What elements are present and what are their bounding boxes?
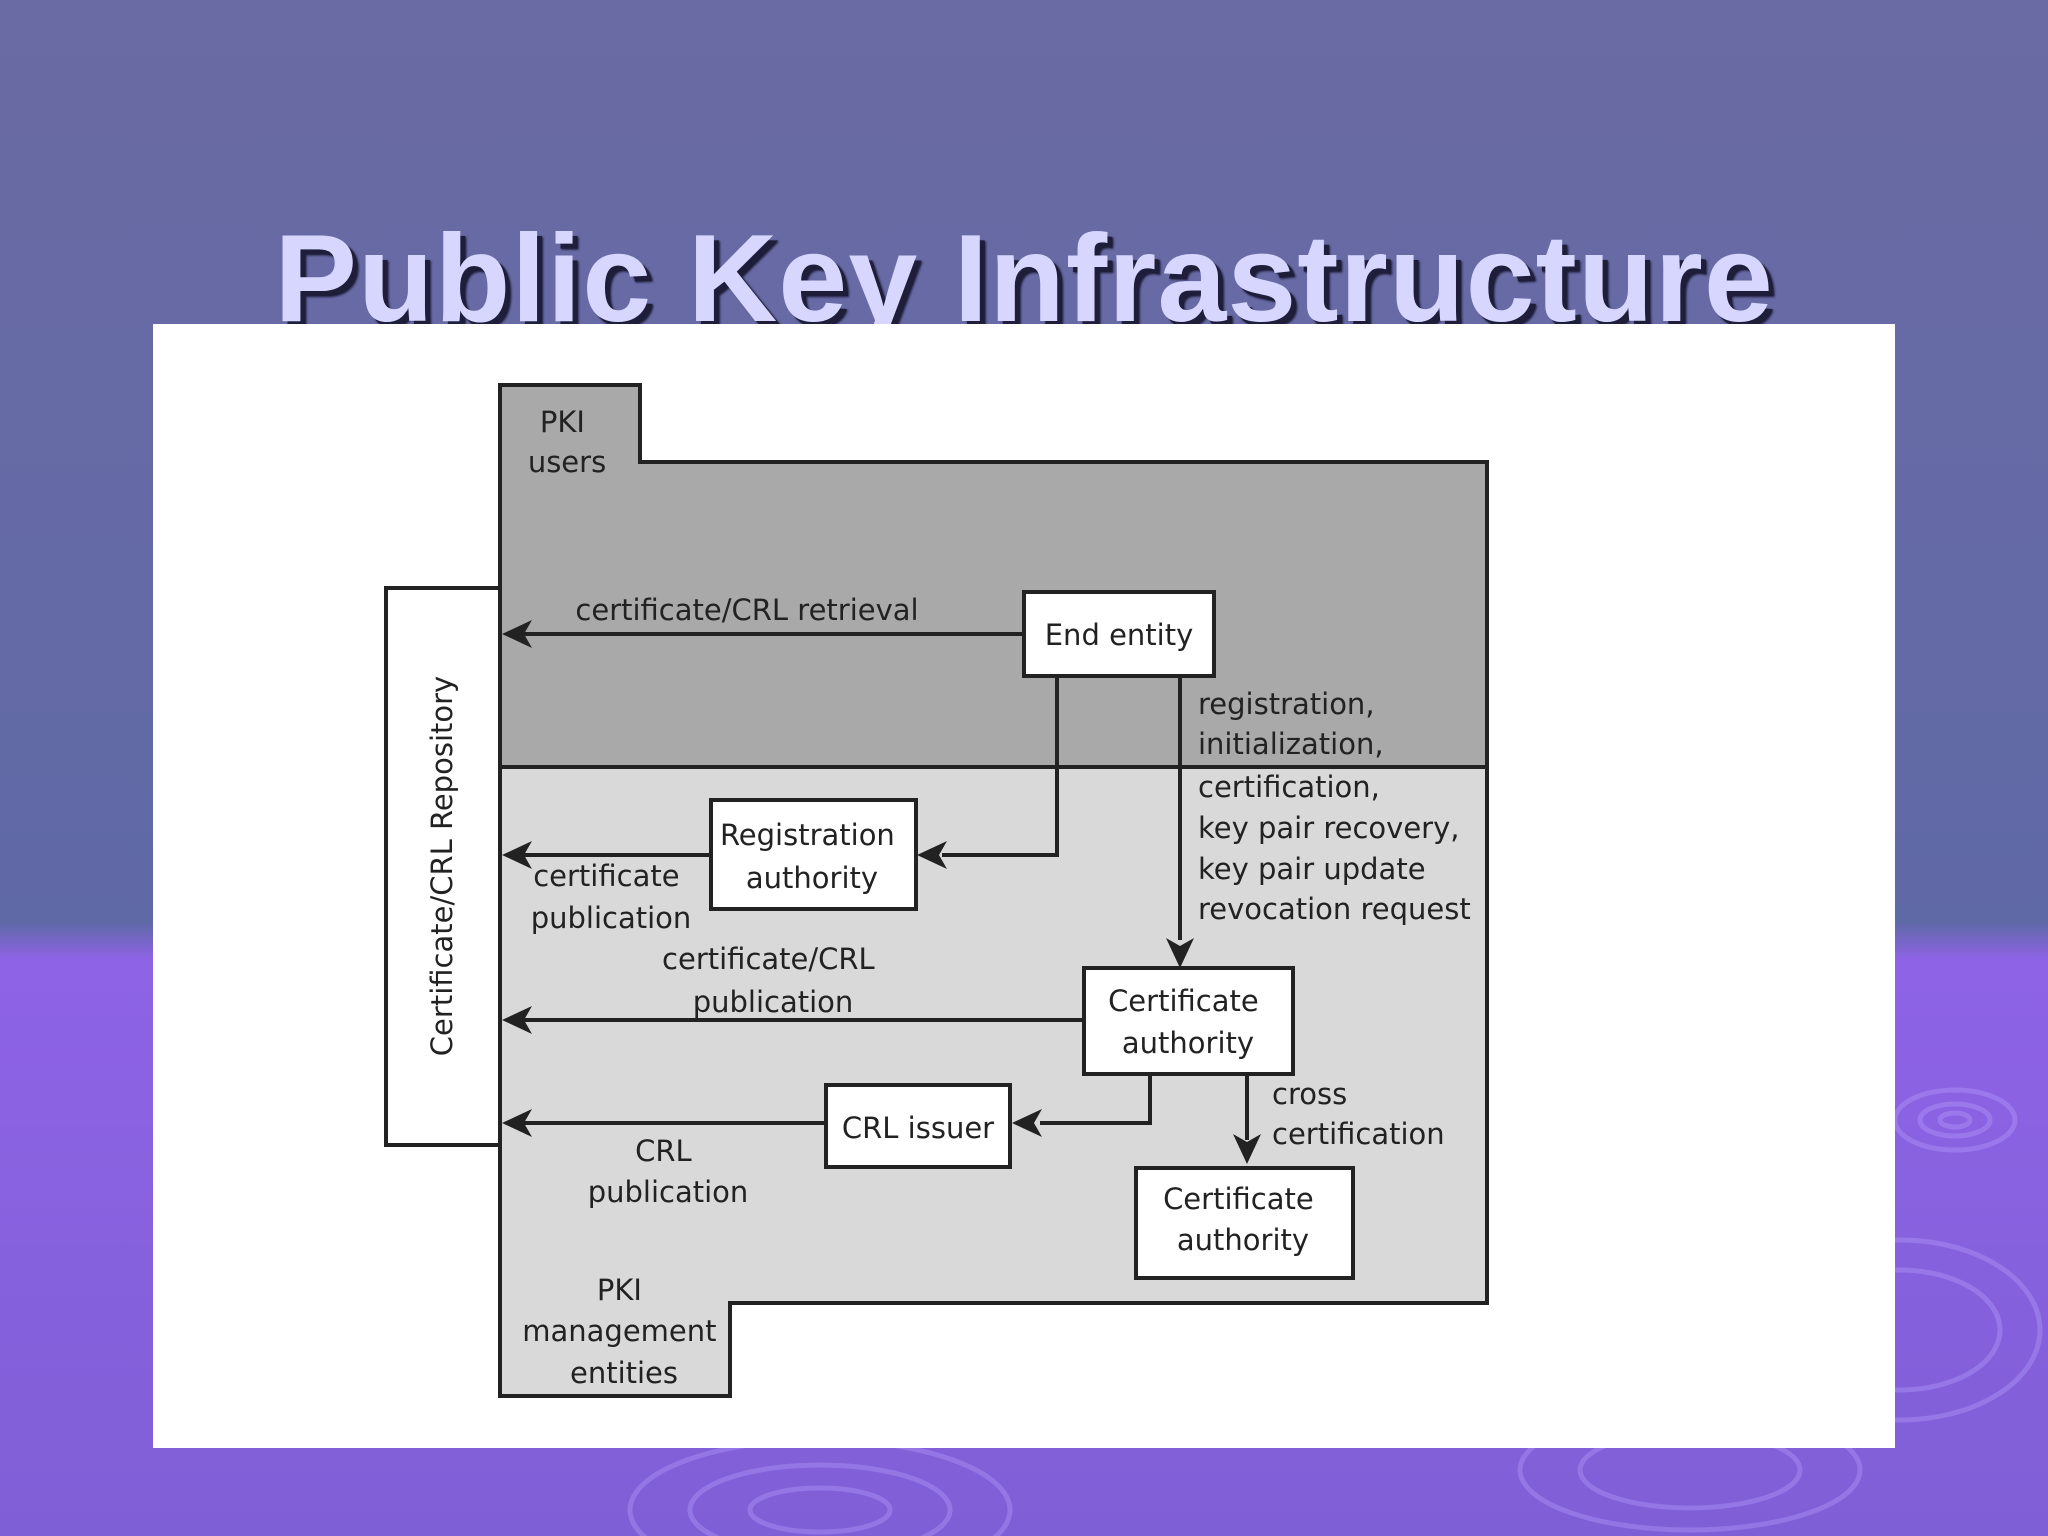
arrowhead-certificate-crl-publication	[502, 1006, 532, 1034]
arrowhead-to-ra	[917, 841, 947, 869]
crl-publication-label: CRL publication	[588, 1134, 749, 1209]
end-entity-box	[1022, 590, 1216, 678]
certificate-crl-repository-box	[384, 586, 502, 1147]
end-entity-label: End entity	[1045, 618, 1194, 652]
crl-issuer-box	[824, 1083, 1012, 1169]
certificate-crl-publication-label: certificate/CRL publication	[662, 942, 884, 1019]
certificate-authority-cross-box	[1134, 1166, 1355, 1280]
arrowhead-to-ca	[1166, 938, 1194, 968]
connector-ca-to-crl-issuer	[1040, 1074, 1152, 1125]
certificate-authority-cross-label: Certificate authority	[1163, 1182, 1323, 1257]
cross-certification-label: cross certification	[1272, 1077, 1445, 1151]
crl-issuer-label: CRL issuer	[842, 1111, 994, 1145]
pki-users-label: PKI users	[528, 405, 606, 479]
registration-authority-label: Registration authority	[720, 818, 904, 895]
arrowhead-cross-certification	[1233, 1134, 1261, 1164]
connector-end-entity-to-ra	[942, 676, 1059, 857]
arrowhead-crl-publication	[502, 1109, 532, 1137]
registration-authority-box	[709, 798, 918, 911]
certificate-authority-box	[1082, 966, 1295, 1076]
certificate-publication-label: certificate publication	[531, 859, 692, 935]
management-operations-label: registration, initialization, certificat…	[1198, 687, 1471, 926]
certificate-crl-repository-label: Certificate/CRL Repository	[425, 676, 459, 1056]
arrowhead-certificate-publication	[502, 841, 532, 869]
arrowhead-to-crl-issuer	[1012, 1109, 1042, 1137]
certificate-authority-label: Certificate authority	[1108, 984, 1268, 1060]
pki-management-entities-label: PKI management entities	[522, 1273, 725, 1390]
certificate-crl-retrieval-label: certificate/CRL retrieval	[575, 593, 918, 627]
arrowhead-retrieval	[502, 620, 532, 648]
